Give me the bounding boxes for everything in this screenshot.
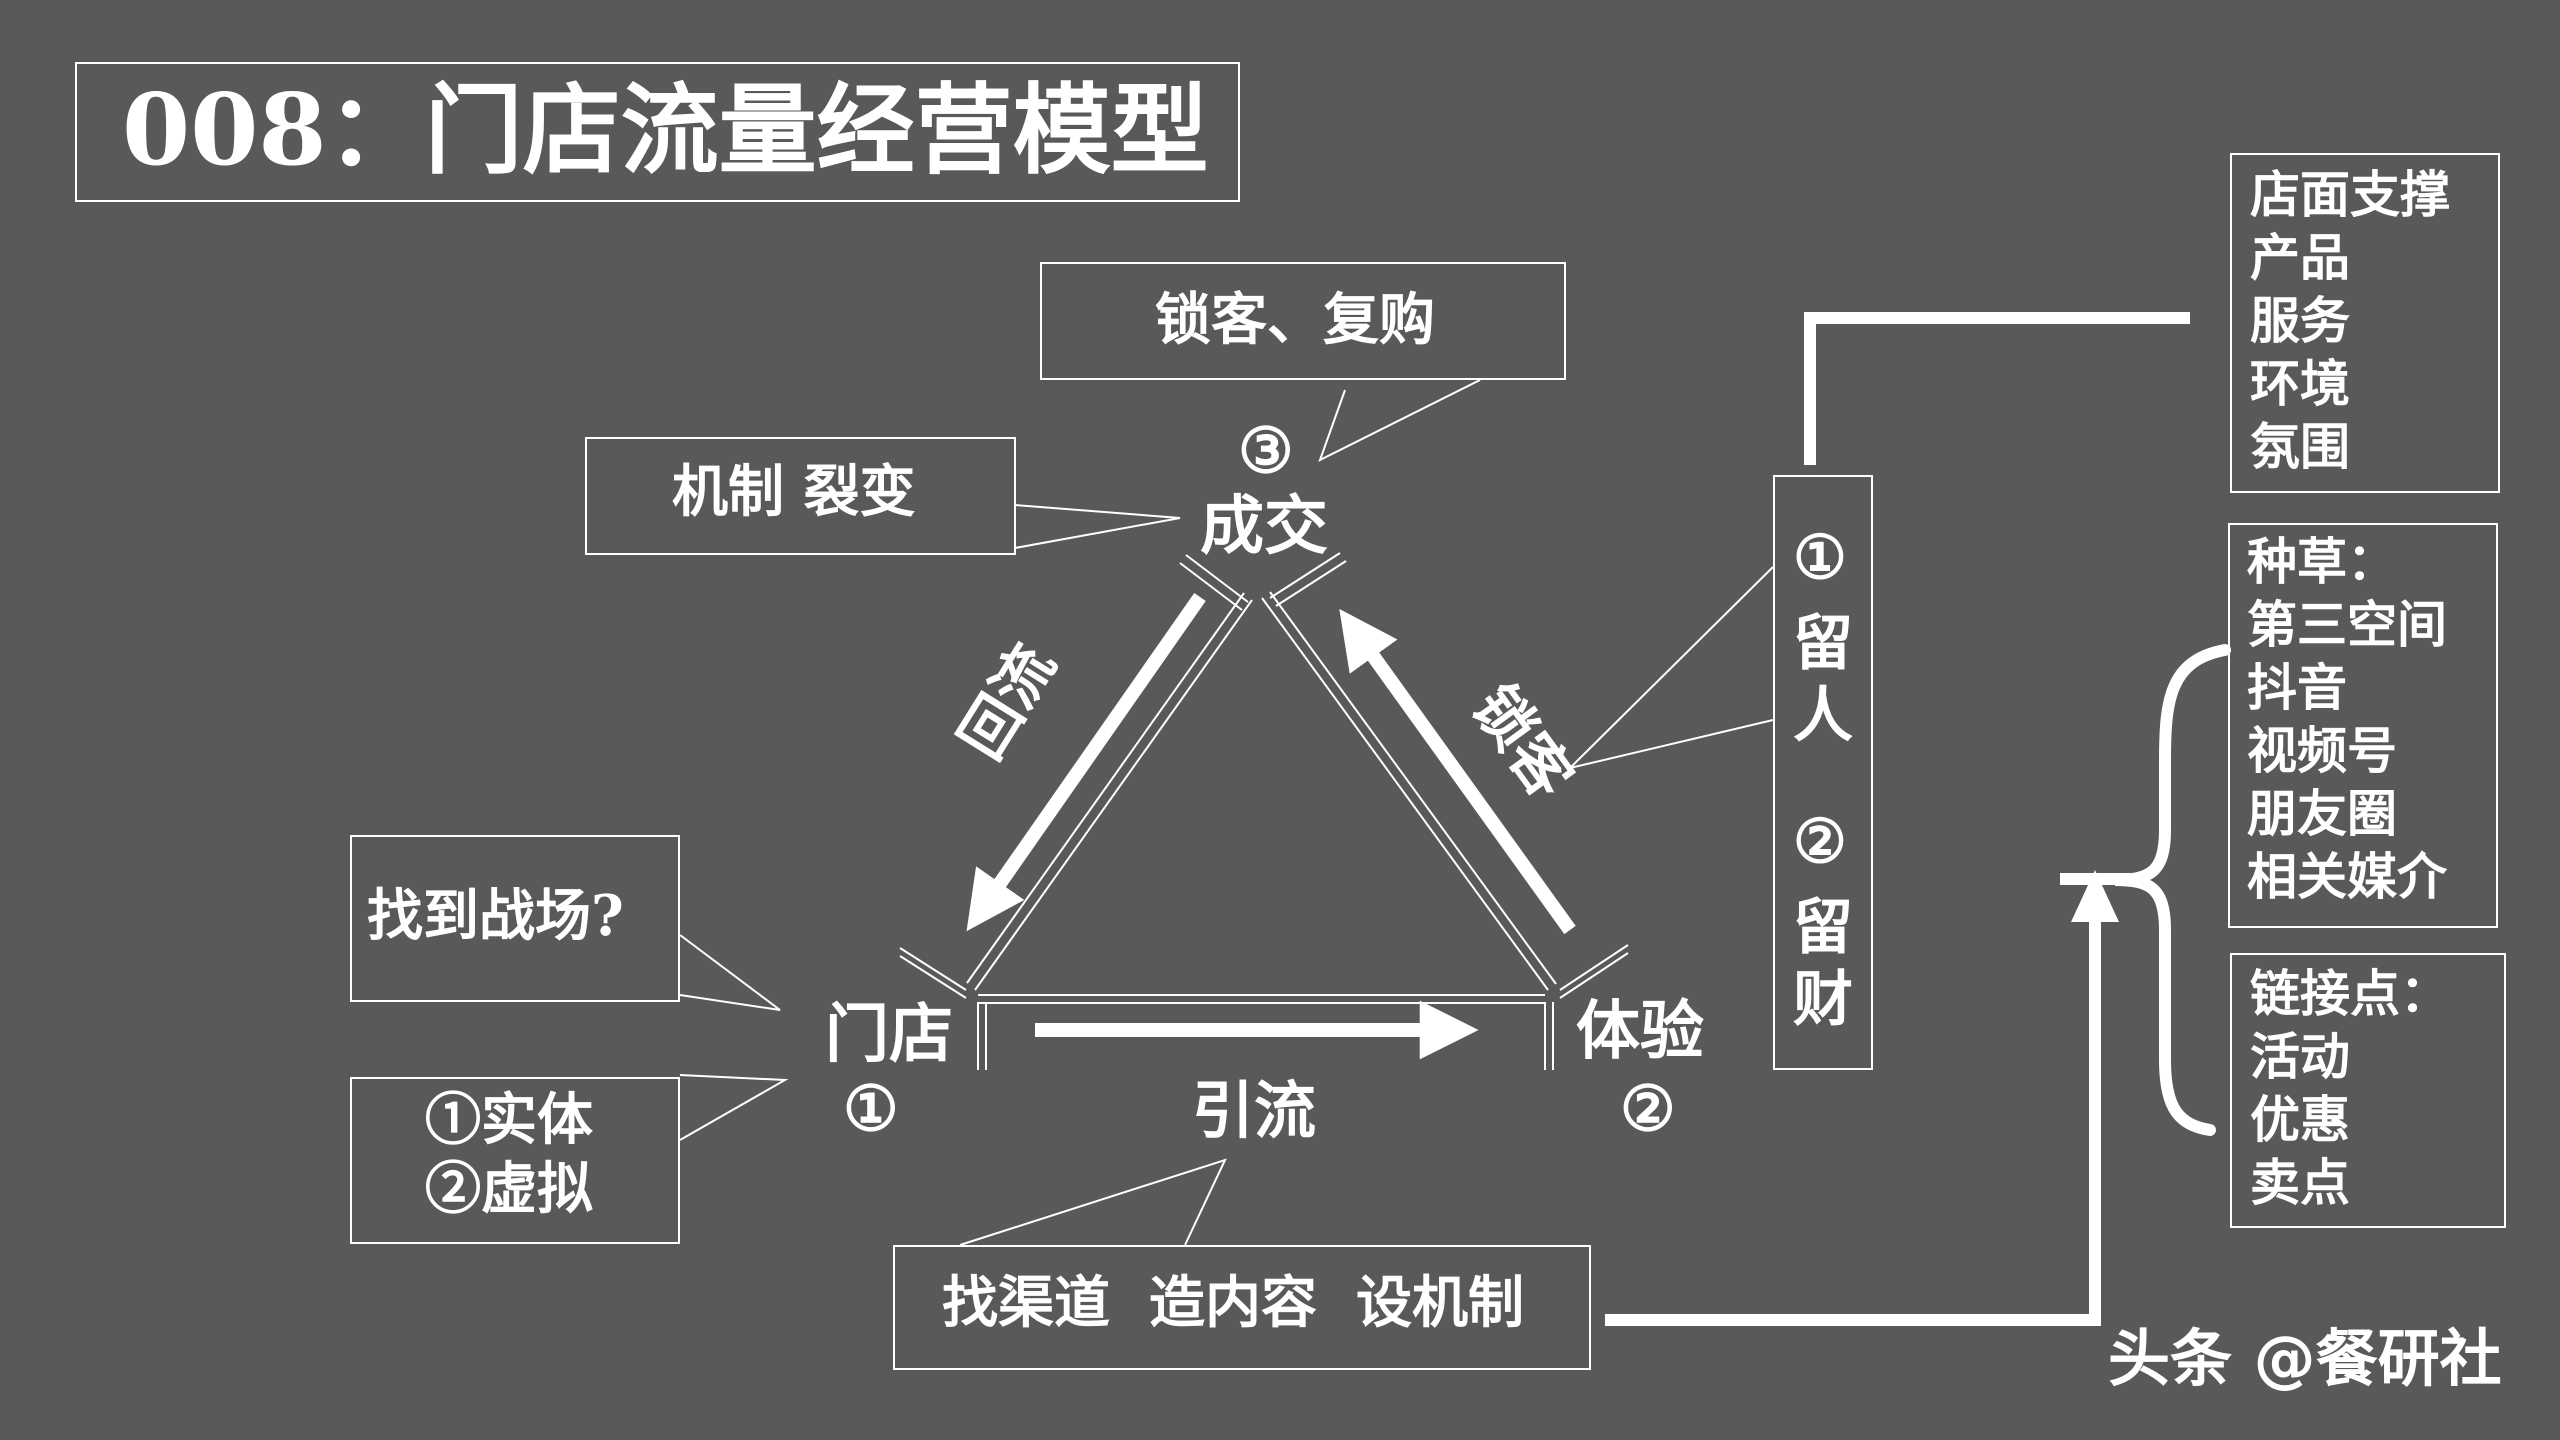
node-experience-num: ② bbox=[1620, 1072, 1676, 1145]
connector-arrowhead bbox=[2071, 870, 2119, 922]
seeding-item-1: 种草： bbox=[2247, 532, 2397, 591]
seeding-list: 种草： 第三空间 抖音 视频号 朋友圈 相关媒介 bbox=[2247, 530, 2447, 908]
retain-num-2: ② bbox=[1793, 807, 1847, 877]
curly-brace bbox=[2114, 644, 2231, 1136]
support-list: 店面支撑 产品 服务 环境 氛围 bbox=[2250, 163, 2450, 478]
seeding-item-5: 朋友圈 bbox=[2247, 784, 2397, 843]
link-points-item-1: 链接点： bbox=[2250, 964, 2450, 1023]
node-experience-label: 体验 bbox=[1576, 994, 1704, 1069]
link-points-item-2: 活动 bbox=[2250, 1027, 2350, 1086]
seeding-item-4: 视频号 bbox=[2247, 721, 2397, 780]
seeding-item-6: 相关媒介 bbox=[2247, 847, 2447, 906]
support-item-3: 服务 bbox=[2250, 291, 2350, 350]
retain-char-4: 财 bbox=[1793, 965, 1853, 1035]
edge-right-line-a bbox=[1261, 597, 1549, 991]
seeding-item-3: 抖音 bbox=[2247, 658, 2347, 717]
arrow-to-store bbox=[966, 592, 1206, 932]
support-item-2: 产品 bbox=[2250, 228, 2350, 287]
callout-store-type-2: ②虚拟 bbox=[425, 1156, 593, 1222]
callout-store-types-box bbox=[350, 1077, 680, 1244]
seeding-item-2: 第三空间 bbox=[2247, 595, 2447, 654]
callout-channels-text: 找渠道 造内容 设机制 bbox=[942, 1270, 1524, 1336]
link-points-list: 链接点： 活动 优惠 卖点 bbox=[2250, 962, 2450, 1214]
callout-mechanism-box bbox=[585, 437, 1016, 555]
flow-arrows bbox=[966, 592, 1576, 1060]
page-title: 008：门店流量经营模型 bbox=[122, 73, 1209, 188]
watermark: 头条 @餐研社 bbox=[2108, 1322, 2502, 1395]
callout-channels-box bbox=[893, 1245, 1591, 1370]
edge-label-bottom: 引流 bbox=[1192, 1074, 1317, 1147]
retain-char-3: 留 bbox=[1793, 893, 1853, 963]
retain-num-1: ① bbox=[1793, 523, 1847, 593]
callout-lock-rebuy-box bbox=[1040, 262, 1566, 380]
support-item-1: 店面支撑 bbox=[2250, 165, 2450, 224]
retain-char-1: 留 bbox=[1793, 609, 1853, 679]
node-store-label: 门店 bbox=[825, 997, 953, 1072]
title-box bbox=[75, 62, 1240, 202]
callout-battlefield-box bbox=[350, 835, 680, 1002]
callout-battlefield-text: 找到战场? bbox=[367, 883, 624, 949]
support-box bbox=[2230, 153, 2500, 493]
retain-column: ① 留 人 ② 留 财 bbox=[1793, 523, 1853, 1035]
callout-lock-rebuy-text: 锁客、复购 bbox=[1155, 287, 1435, 353]
link-points-item-4: 卖点 bbox=[2250, 1153, 2350, 1212]
retain-box bbox=[1773, 475, 1873, 1070]
callout-mechanism-text: 机制 裂变 bbox=[672, 459, 916, 525]
seeding-box bbox=[2228, 523, 2498, 928]
corner-ticks bbox=[899, 552, 1629, 1070]
node-deal-num: ③ bbox=[1238, 414, 1294, 487]
callout-store-type-1: ①实体 bbox=[425, 1087, 593, 1153]
support-item-4: 环境 bbox=[2250, 354, 2350, 413]
link-points-item-3: 优惠 bbox=[2250, 1090, 2350, 1149]
callout-pointers bbox=[679, 379, 1774, 1246]
node-deal-label: 成交 bbox=[1200, 489, 1328, 564]
link-points-box bbox=[2230, 953, 2506, 1228]
connectors bbox=[1605, 312, 2190, 1326]
connector-to-seeding bbox=[1605, 895, 2101, 1326]
support-item-5: 氛围 bbox=[2250, 417, 2350, 476]
connector-to-support bbox=[1804, 312, 2190, 465]
arrow-to-deal bbox=[1339, 608, 1576, 935]
edge-right-line-b bbox=[1269, 591, 1557, 985]
retain-char-2: 人 bbox=[1793, 681, 1853, 751]
node-store-num: ① bbox=[843, 1072, 899, 1145]
